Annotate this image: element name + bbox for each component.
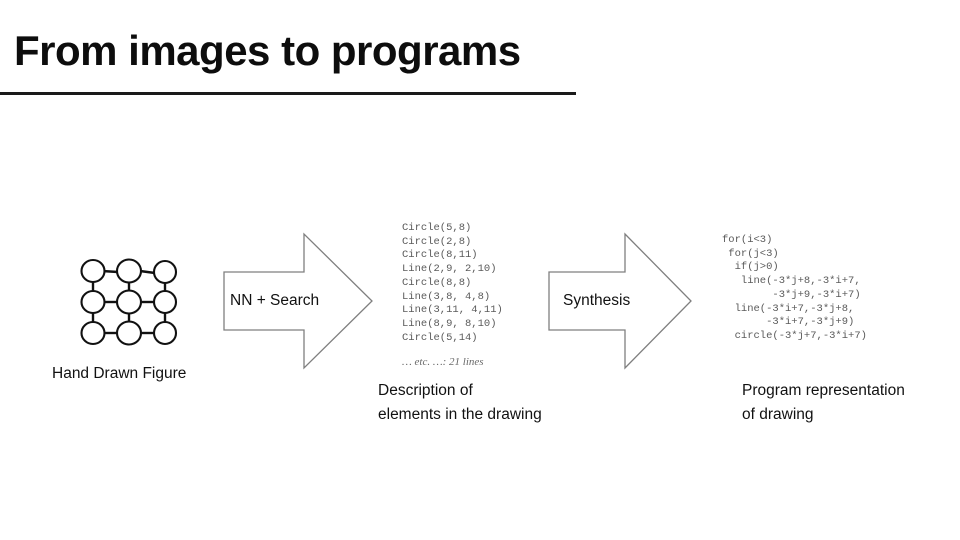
program-listing: for(i<3) for(j<3) if(j>0) line(-3*j+8,-3…	[722, 234, 942, 344]
caption-line: Hand Drawn Figure	[52, 365, 187, 382]
pipeline-diagram: Hand Drawn Figure NN + Search Circle(5,8…	[0, 200, 960, 440]
program-code-line: for(j<3)	[722, 247, 779, 260]
caption-line: elements in the drawing	[378, 406, 542, 424]
description-code-line: Line(8,9, 8,10)	[402, 317, 497, 330]
program-code-line: -3*j+9,-3*i+7)	[722, 288, 861, 301]
program-code-line: if(j>0)	[722, 261, 779, 274]
title-divider	[0, 92, 576, 95]
caption-line: of drawing	[742, 406, 814, 424]
program-code-line: line(-3*i+7,-3*j+8,	[722, 302, 855, 315]
circle-grid-icon	[80, 258, 178, 346]
program-code-line: circle(-3*j+7,-3*i+7)	[722, 329, 867, 342]
caption-line: Program representation	[742, 382, 905, 399]
caption-line: Description of	[378, 382, 473, 399]
description-code-line: Circle(5,8)	[402, 222, 472, 234]
description-listing: Circle(5,8) Circle(2,8) Circle(8,11) Lin…	[402, 222, 562, 368]
arrow-synthesis: Synthesis	[547, 232, 693, 370]
description-etc-note: … etc. …: 21 lines	[402, 356, 484, 369]
description-code-line: Circle(5,14)	[402, 331, 478, 344]
description-code-line: Line(3,11, 4,11)	[402, 304, 503, 317]
right-arrow-icon	[223, 232, 373, 370]
program-code-line: line(-3*j+8,-3*i+7,	[722, 275, 861, 288]
description-code-line: Line(3,8, 4,8)	[402, 290, 491, 303]
description-code-line: Circle(8,8)	[402, 276, 472, 289]
program-code-line: -3*i+7,-3*j+9)	[722, 316, 855, 329]
hand-drawn-figure-image	[78, 255, 178, 350]
page-title: From images to programs	[14, 27, 521, 74]
caption-program: Program representation of drawing	[742, 379, 960, 427]
caption-hand-drawn-figure: Hand Drawn Figure	[52, 364, 272, 385]
right-arrow-icon	[548, 232, 692, 370]
arrow-nn-search: NN + Search	[222, 232, 374, 370]
description-code-line: Line(2,9, 2,10)	[402, 263, 497, 276]
caption-description: Description of elements in the drawing	[378, 379, 618, 427]
program-code-line: for(i<3)	[722, 234, 773, 246]
description-code-line: Circle(8,11)	[402, 249, 478, 262]
description-code-line: Circle(2,8)	[402, 235, 472, 248]
